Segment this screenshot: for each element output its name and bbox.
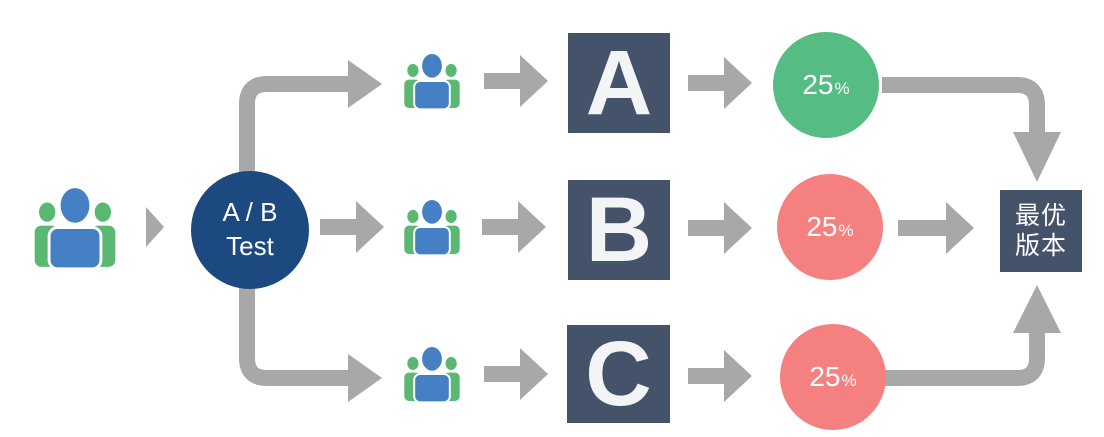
variant-a-share: 25 — [802, 69, 834, 100]
arrow-right-icon — [898, 202, 974, 254]
arrow-right-icon — [484, 55, 548, 107]
best-version-line1: 最优 — [1014, 202, 1067, 230]
segment-users-icon — [399, 345, 465, 403]
variant-b-result-circle: 25 % — [777, 174, 883, 280]
arrow-right-icon — [320, 201, 384, 253]
elbow-arrow-bottom-right-icon — [875, 275, 1065, 390]
best-version-line2: 版本 — [1014, 232, 1067, 260]
variant-c-result-circle: 25 % — [780, 324, 886, 430]
arrow-right-icon — [482, 201, 546, 253]
elbow-arrow-top-right-icon — [875, 60, 1065, 185]
variant-b-share: 25 — [806, 211, 838, 242]
variant-c-share: 25 — [809, 361, 841, 392]
arrow-right-icon — [484, 348, 548, 400]
best-version-box: 最优 版本 — [1000, 190, 1082, 272]
variant-c-label: C — [585, 323, 652, 425]
audience-users-icon — [27, 185, 123, 270]
arrow-right-icon — [688, 350, 752, 402]
variant-b-label: B — [585, 179, 653, 281]
variant-c-share-unit: % — [841, 371, 857, 390]
elbow-arrow-bottom-left-icon — [230, 285, 390, 405]
ab-test-node-line2: Test — [226, 231, 274, 261]
segment-users-icon — [399, 198, 465, 256]
variant-a-label: A — [585, 32, 653, 134]
arrow-right-icon — [688, 202, 752, 254]
variant-a-square: A — [568, 33, 670, 133]
arrow-right-icon — [688, 57, 752, 109]
variant-c-square: C — [567, 325, 670, 423]
elbow-arrow-top-left-icon — [230, 60, 390, 180]
ab-test-node: A / B Test — [191, 171, 309, 289]
variant-a-share-unit: % — [834, 79, 850, 98]
variant-b-share-unit: % — [838, 221, 854, 240]
ab-test-node-line1: A / B — [222, 197, 278, 228]
small-arrow-right-icon — [146, 207, 166, 247]
variant-a-result-circle: 25 % — [773, 32, 879, 138]
variant-b-square: B — [568, 180, 670, 280]
segment-users-icon — [399, 52, 465, 110]
